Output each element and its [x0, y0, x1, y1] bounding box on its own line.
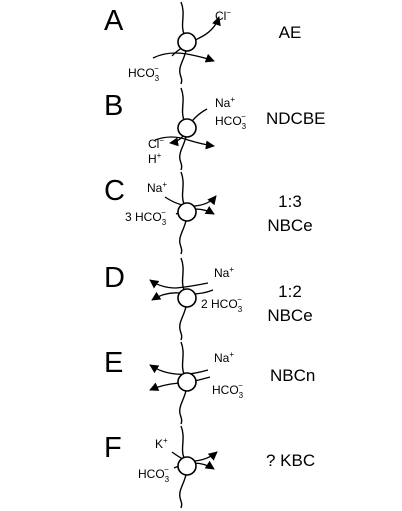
- ion-charge: −: [237, 295, 242, 304]
- ion-subscript: 3: [165, 475, 170, 484]
- ion-charge: −: [159, 136, 164, 145]
- ion-label-hco: HCO3−: [215, 112, 247, 131]
- ion-base: Na: [214, 351, 230, 365]
- ion-charge: −: [238, 381, 243, 390]
- transport-arrow: [149, 364, 209, 375]
- ion-charge: +: [157, 151, 162, 160]
- transporter-name: NDCBE: [266, 109, 326, 128]
- ion-charge: +: [163, 436, 168, 445]
- transport-arrow: [164, 195, 217, 207]
- ion-base: Cl: [215, 9, 226, 23]
- ion-charge: −: [161, 208, 166, 217]
- ion-label-3-hco: 3 HCO3−: [125, 208, 167, 227]
- transport-arrow: [152, 52, 215, 63]
- ion-subscript: 3: [239, 391, 244, 400]
- transporter-name: AE: [279, 23, 302, 42]
- transport-arrow: [154, 136, 215, 150]
- ion-subscript: 3: [162, 218, 167, 227]
- ion-charge: +: [229, 265, 234, 274]
- ion-charge: −: [154, 64, 159, 73]
- ion-charge: −: [226, 8, 231, 17]
- ion-charge: −: [241, 112, 246, 121]
- ion-base: Na: [214, 266, 230, 280]
- ion-base: HCO: [212, 383, 239, 397]
- ion-base: H: [148, 152, 157, 166]
- carrier-circle: [177, 372, 197, 392]
- ion-label-na: Na+: [147, 180, 167, 195]
- carrier-circle: [177, 456, 197, 476]
- transporter-e: E Na+ HCO3− NBCn: [104, 341, 315, 425]
- transporter-name: NBCn: [270, 366, 315, 385]
- ion-base: 3 HCO: [125, 210, 162, 224]
- transporter-name-line: NDCBE: [266, 109, 326, 128]
- transporter-name-line: 1:2: [278, 282, 302, 301]
- ion-base: HCO: [138, 467, 165, 481]
- ion-base: K: [155, 437, 163, 451]
- ion-label-cl: Cl−: [215, 8, 231, 23]
- ion-base: Na: [147, 181, 163, 195]
- carrier-circle: [177, 32, 197, 52]
- carrier-circle: [177, 202, 197, 222]
- ion-label-hco: HCO3−: [212, 381, 244, 400]
- panel-letter: A: [104, 5, 124, 37]
- ion-base: Na: [215, 96, 231, 110]
- ion-label-na: Na+: [214, 350, 234, 365]
- transporter-name-line: 1:3: [278, 192, 302, 211]
- transport-arrow: [171, 16, 221, 57]
- ion-label-hco: HCO3−: [128, 64, 160, 83]
- transporter-name-line: AE: [279, 23, 302, 42]
- ion-charge: +: [229, 350, 234, 359]
- carrier-circle: [177, 118, 197, 138]
- transporter-name-line: NBCn: [270, 366, 315, 385]
- carrier-circle: [177, 288, 197, 308]
- ion-base: 2 HCO: [201, 297, 238, 311]
- ion-charge: +: [162, 180, 167, 189]
- ion-subscript: 3: [238, 305, 243, 314]
- ion-base: HCO: [128, 66, 155, 80]
- ion-label-cl: Cl−: [148, 136, 164, 151]
- transport-arrow: [149, 279, 209, 289]
- transporter-name-line: ? KBC: [266, 451, 315, 470]
- ion-charge: +: [230, 95, 235, 104]
- ion-charge: −: [164, 465, 169, 474]
- panel-letter: F: [104, 432, 122, 464]
- ion-label-hco: HCO3−: [138, 465, 170, 484]
- ion-subscript: 3: [155, 74, 160, 83]
- transporter-name-line: NBCe: [267, 306, 312, 325]
- ion-label-h: H+: [148, 151, 162, 166]
- ion-base: Cl: [148, 137, 159, 151]
- transporter-f: F K+ HCO3− ? KBC: [104, 425, 315, 509]
- ion-label-2-hco: 2 HCO3−: [201, 295, 243, 314]
- transporter-name-line: NBCe: [267, 216, 312, 235]
- ion-label-k: K+: [155, 436, 168, 451]
- ion-label-na: Na+: [214, 265, 234, 280]
- panel-letter: C: [104, 175, 125, 207]
- ion-subscript: 3: [242, 122, 247, 131]
- ion-label-na: Na+: [215, 95, 235, 110]
- panel-letter: D: [104, 262, 125, 294]
- panel-letter: B: [104, 90, 123, 122]
- ion-base: HCO: [215, 114, 242, 128]
- panel-letter: E: [104, 347, 123, 379]
- transporter-name: ? KBC: [266, 451, 315, 470]
